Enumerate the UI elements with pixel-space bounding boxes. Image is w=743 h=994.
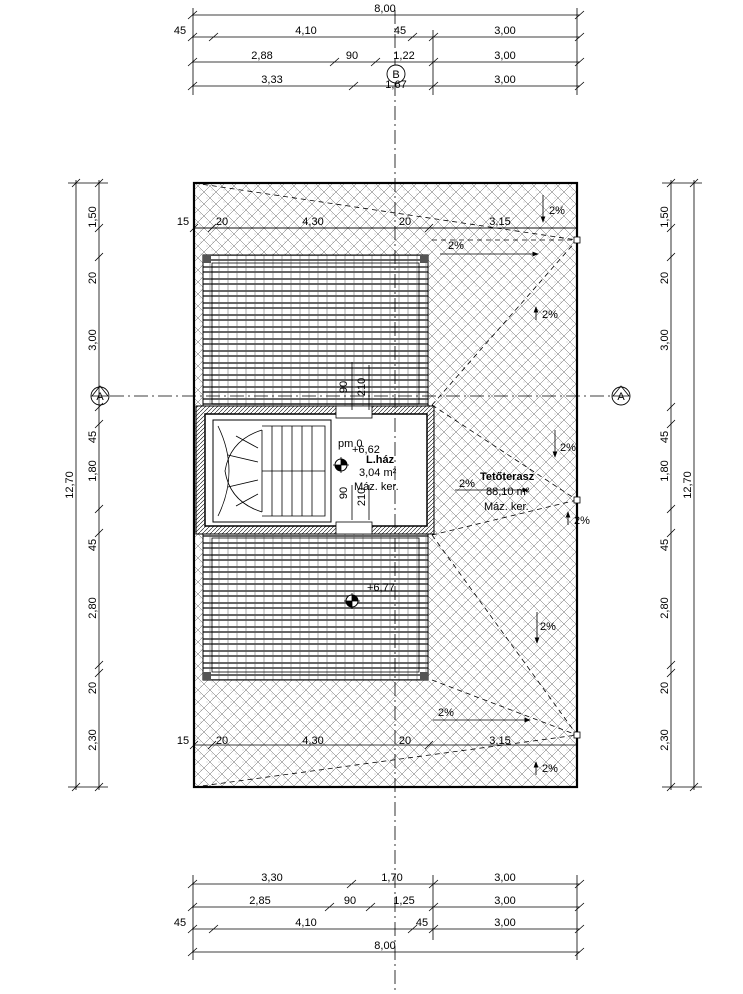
stair-room-floor: Máz. ker. (354, 481, 399, 493)
dim-top-r3-d: 3,00 (494, 50, 515, 62)
dim-bot-total: 8,00 (374, 940, 395, 952)
dim-left-3: 3,00 (87, 329, 99, 350)
stair-dim-lower-w: 90 (338, 487, 350, 499)
slope-label-5: 2% (459, 478, 475, 490)
dim-right-5: 1,80 (659, 460, 671, 481)
inner-dim-top (189, 223, 577, 233)
slope-label-1: 2% (549, 205, 565, 217)
stair-house (195, 405, 435, 535)
dim-top-r3-b: 90 (346, 50, 358, 62)
dim-bottom (187, 875, 585, 960)
dim-right-9: 2,30 (659, 729, 671, 750)
grating-lower (202, 531, 429, 681)
slope-label-9: 2% (542, 763, 558, 775)
dim-right-7: 2,80 (659, 597, 671, 618)
inner-bot-5: 3,15 (489, 735, 510, 747)
dim-bot-r2-a: 2,85 (249, 895, 270, 907)
dim-right-total: 12,70 (682, 471, 694, 499)
dim-top-r4-b: 1,67 (385, 79, 406, 91)
stair-level-label: +6,62 (352, 444, 380, 456)
inner-top-4: 20 (399, 216, 411, 228)
stair-pm-label: pm 0 (338, 438, 362, 450)
axis-marker-b: B (386, 64, 406, 84)
inner-top-3: 4,30 (302, 216, 323, 228)
dim-top-total: 8,00 (374, 3, 395, 15)
dim-right-1: 1,50 (659, 206, 671, 227)
inner-top-1: 15 (177, 216, 189, 228)
terrace-outline (192, 181, 579, 789)
dim-top-r2-c: 45 (394, 25, 406, 37)
dim-right-8: 20 (659, 682, 671, 694)
slope-label-4: 2% (560, 442, 576, 454)
level-marker-terrace (344, 593, 360, 609)
inner-bot-2: 20 (216, 735, 228, 747)
dim-left-total: 12,70 (64, 471, 76, 499)
inner-top-2: 20 (216, 216, 228, 228)
dim-bot-r1-a: 3,30 (261, 872, 282, 884)
axis-marker-a-left: A (90, 385, 110, 406)
stair-room-area: 3,04 m² (359, 467, 397, 479)
dim-left-7: 2,80 (87, 597, 99, 618)
slope-label-8: 2% (438, 707, 454, 719)
dim-top (187, 8, 585, 95)
dim-top-r4-a: 3,33 (261, 74, 282, 86)
inner-bot-1: 15 (177, 735, 189, 747)
dim-bot-r2-d: 3,00 (494, 895, 515, 907)
slope-label-2: 2% (448, 240, 464, 252)
dim-top-r2-b: 4,10 (295, 25, 316, 37)
svg-text:B: B (392, 69, 399, 81)
dim-bot-r3-d: 3,00 (494, 917, 515, 929)
slope-arrows (433, 195, 571, 775)
dim-bot-r3-c: 45 (416, 917, 428, 929)
dim-top-r3-c: 1,22 (393, 50, 414, 62)
dim-top-r2-d: 3,00 (494, 25, 515, 37)
dim-top-r2-a: 45 (174, 25, 186, 37)
level-marker-stair (333, 457, 349, 473)
inner-bot-3: 4,30 (302, 735, 323, 747)
inner-dim-bottom (189, 740, 434, 750)
dim-left-1: 1,50 (87, 206, 99, 227)
dim-bot-r1-c: 3,00 (494, 872, 515, 884)
dim-bot-r3-b: 4,10 (295, 917, 316, 929)
dim-left-5: 1,80 (87, 460, 99, 481)
stair-dim-upper-h: 210 (356, 378, 368, 396)
dim-left (68, 178, 108, 792)
dim-right (662, 178, 702, 792)
terrace-room-area: 88,10 m² (486, 486, 530, 498)
dim-right-2: 20 (659, 272, 671, 284)
dim-bot-r3-a: 45 (174, 917, 186, 929)
stair-dim-lower-h: 210 (356, 488, 368, 506)
dim-left-8: 20 (87, 682, 99, 694)
terrace-room-name: Tetőterasz (480, 471, 535, 483)
svg-text:A: A (617, 391, 625, 403)
level-mark-terrace-text: +6,77 (367, 582, 395, 594)
dim-left-2: 20 (87, 272, 99, 284)
dim-right-4: 45 (659, 431, 671, 443)
dim-bot-r2-c: 1,25 (393, 895, 414, 907)
inner-top-5: 3,15 (489, 216, 510, 228)
inner-bot-4: 20 (399, 735, 411, 747)
dim-right-3: 3,00 (659, 329, 671, 350)
axis-marker-a-right: A (611, 385, 631, 406)
terrace-room-floor: Máz. ker. (484, 501, 529, 513)
staircase (217, 425, 326, 517)
dim-bot-r1-b: 1,70 (381, 872, 402, 884)
slope-label-6: 2% (574, 515, 590, 527)
dim-left-9: 2,30 (87, 729, 99, 750)
stair-dim-lines (351, 362, 370, 520)
dim-top-r3-a: 2,88 (251, 50, 272, 62)
dim-left-6: 45 (87, 539, 99, 551)
slope-label-7: 2% (540, 621, 556, 633)
dim-left-4: 45 (87, 431, 99, 443)
grating-upper (202, 254, 429, 411)
dim-bot-r2-b: 90 (344, 895, 356, 907)
stair-dim-upper-w: 90 (338, 381, 350, 393)
svg-text:A: A (96, 391, 104, 403)
slope-label-3: 2% (542, 309, 558, 321)
stair-room-name: L.ház (366, 454, 395, 466)
dim-right-6: 45 (659, 539, 671, 551)
dim-top-r4-c: 3,00 (494, 74, 515, 86)
